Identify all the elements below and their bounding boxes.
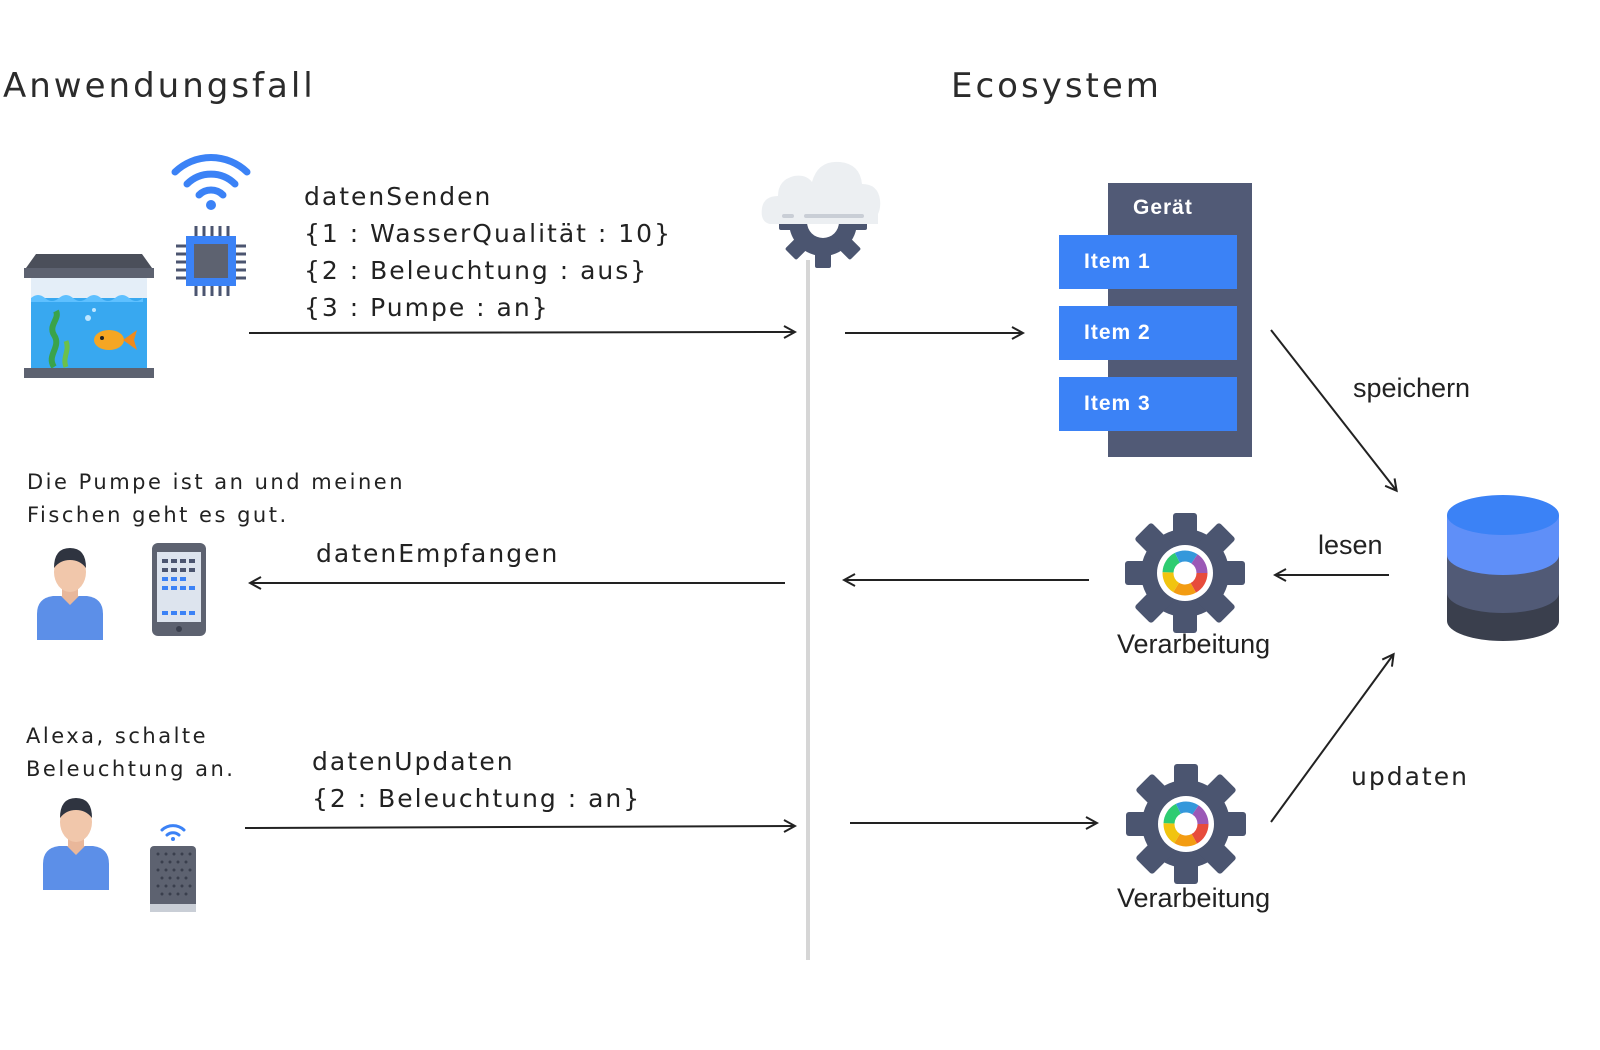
wifi-icon xyxy=(171,154,251,210)
cloud-gear-icon xyxy=(761,161,881,268)
flow-receive-name: datenEmpfangen xyxy=(316,539,560,568)
smartphone-icon xyxy=(152,543,206,636)
database-icon xyxy=(1447,495,1559,641)
heading-ecosystem: Ecosystem xyxy=(951,66,1162,106)
quote-alexa-line: Alexa, schalte xyxy=(26,724,209,748)
flow-send-name: datenSenden xyxy=(304,182,493,211)
heading-use-case: Anwendungsfall xyxy=(3,66,316,106)
device-item: Item 3 xyxy=(1059,377,1237,431)
flow-send-line: {2 : Beleuchtung : aus} xyxy=(304,256,649,285)
flow-send-line: {1 : WasserQualität : 10} xyxy=(304,219,672,248)
processing-label: Verarbeitung xyxy=(1117,883,1271,913)
arrow-send-to-cloud xyxy=(248,332,794,333)
action-update-label: updaten xyxy=(1351,762,1469,791)
smart-speaker-icon xyxy=(150,824,196,912)
arrow-update xyxy=(1270,655,1393,823)
gear-icon xyxy=(1126,764,1246,884)
device-title: Gerät xyxy=(1133,196,1193,219)
gear-icon xyxy=(1125,513,1245,633)
quote-pump-line: Die Pumpe ist an und meinen xyxy=(27,470,405,494)
chip-icon xyxy=(176,226,246,296)
processing-label: Verarbeitung xyxy=(1117,629,1271,659)
flow-send-block: datenSenden {1 : WasserQualität : 10} {2… xyxy=(304,178,672,326)
flow-update-name: datenUpdaten xyxy=(312,747,515,776)
arrow-speaker-to-cloud xyxy=(244,826,794,828)
quote-pump: Die Pumpe ist an und meinen Fischen geht… xyxy=(27,466,405,532)
device-item: Item 2 xyxy=(1059,306,1237,360)
flow-update-block: datenUpdaten {2 : Beleuchtung : an} xyxy=(312,743,641,817)
quote-alexa-line: Beleuchtung an. xyxy=(26,757,236,781)
quote-pump-line: Fischen geht es gut. xyxy=(27,503,289,527)
person-icon xyxy=(43,798,109,890)
device-item: Item 1 xyxy=(1059,235,1237,289)
person-icon xyxy=(37,548,103,640)
action-read-label: lesen xyxy=(1318,530,1383,560)
flow-update-line: {2 : Beleuchtung : an} xyxy=(312,784,642,813)
flow-send-line: {3 : Pumpe : an} xyxy=(304,293,550,322)
arrow-store xyxy=(1270,329,1396,490)
aquarium-icon xyxy=(24,254,154,378)
action-store-label: speichern xyxy=(1353,373,1471,403)
quote-alexa: Alexa, schalte Beleuchtung an. xyxy=(26,720,235,786)
